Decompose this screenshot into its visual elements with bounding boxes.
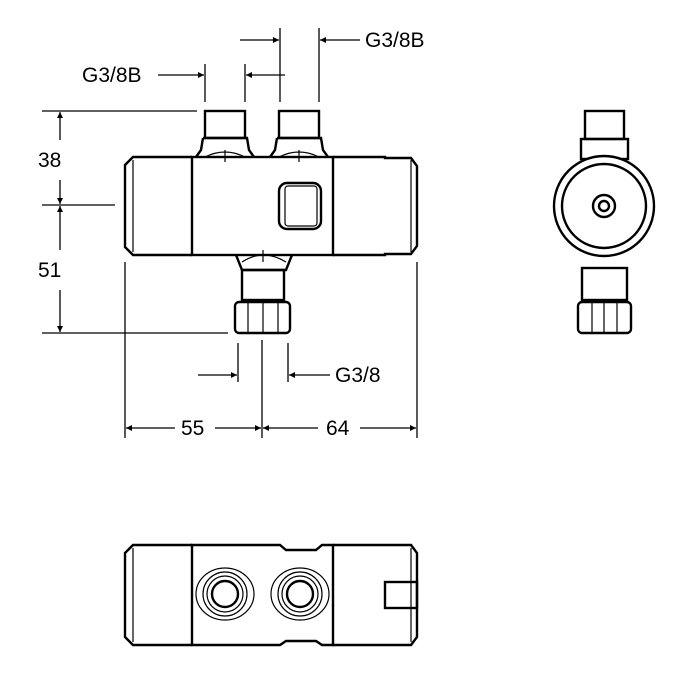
port-right	[270, 567, 330, 621]
dimension-width-left: 55	[181, 417, 205, 440]
right-inlet-fitting	[269, 109, 329, 162]
dimension-height-bottom: 51	[38, 258, 62, 283]
left-inlet-fitting	[195, 109, 255, 162]
indicator-window	[277, 181, 323, 231]
right-end-cap	[333, 155, 419, 257]
dimension-inlet-left-label: G3/8B	[82, 64, 142, 87]
side-view	[552, 109, 656, 335]
dimension-height-top: 38	[38, 148, 62, 173]
dimension-outlet-label: G3/8	[335, 364, 381, 387]
center-body	[190, 155, 335, 257]
left-end-cap	[123, 155, 192, 257]
outlet-fitting	[233, 250, 294, 335]
front-view	[123, 109, 419, 335]
dimension-inlet-right-label: G3/8B	[365, 29, 425, 52]
port-left	[195, 567, 255, 621]
dimension-lines	[42, 28, 418, 438]
dimension-width-right: 64	[326, 417, 350, 440]
bottom-view	[123, 543, 419, 647]
